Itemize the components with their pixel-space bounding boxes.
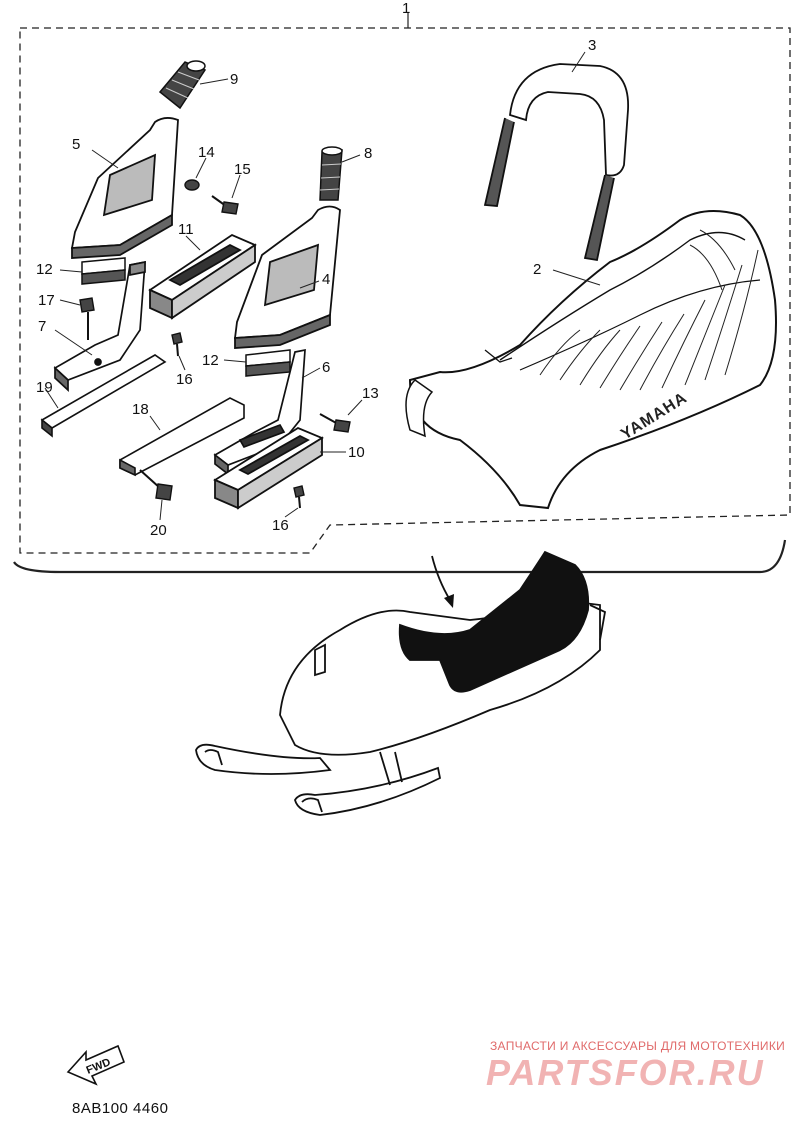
mount-bracket-part-7	[53, 260, 146, 392]
spacer-part-12-left	[81, 257, 126, 285]
boundary-base-curve	[13, 539, 787, 574]
callout-10: 10	[348, 444, 365, 461]
callout-1: 1	[402, 0, 410, 17]
rivet-part-16-bottom	[293, 485, 305, 509]
spacer-part-12-right	[245, 349, 291, 377]
diagram-code: 8AB100 4460	[72, 1100, 169, 1117]
callout-2: 2	[533, 261, 541, 278]
snowmobile-illustration	[195, 550, 607, 816]
bolt-part-15	[211, 195, 239, 215]
callout-7: 7	[38, 318, 46, 335]
callout-19: 19	[36, 379, 53, 396]
bolt-part-20	[139, 469, 173, 501]
callout-17: 17	[38, 292, 55, 309]
mount-bracket-part-6	[213, 348, 306, 476]
callout-16b: 16	[272, 517, 289, 534]
grip-part-9	[158, 60, 207, 110]
pad-part-11	[148, 233, 257, 320]
pad-part-10	[213, 426, 324, 510]
callout-9: 9	[230, 71, 238, 88]
plate-part-18	[119, 397, 245, 477]
callout-18: 18	[132, 401, 149, 418]
callout-20: 20	[150, 522, 167, 539]
backrest-part-3	[483, 63, 629, 262]
callout-5: 5	[72, 136, 80, 153]
callout-8: 8	[364, 145, 372, 162]
fwd-arrow-icon: FWD	[66, 1044, 126, 1086]
handle-bracket-part-5	[70, 117, 179, 259]
callout-12a: 12	[36, 261, 53, 278]
callout-14: 14	[198, 144, 215, 161]
bolt-part-17	[79, 297, 95, 340]
callout-15: 15	[234, 161, 251, 178]
callout-16a: 16	[176, 371, 193, 388]
watermark-brand: PARTSFOR.RU	[486, 1052, 765, 1093]
callout-4: 4	[322, 271, 330, 288]
callout-3: 3	[588, 37, 596, 54]
watermark-tagline: ЗАПЧАСТИ И АКСЕССУАРЫ ДЛЯ МОТОТЕХНИКИ	[490, 1039, 786, 1053]
location-arrow	[431, 555, 454, 608]
bolt-part-13	[319, 413, 351, 433]
callout-leaders	[44, 51, 601, 521]
callout-12b: 12	[202, 352, 219, 369]
grip-part-8	[319, 146, 343, 201]
callout-6: 6	[322, 359, 330, 376]
handle-bracket-part-4	[233, 205, 341, 349]
strip-part-19	[40, 354, 167, 438]
callout-13: 13	[362, 385, 379, 402]
rivet-part-16-top	[171, 332, 183, 357]
callout-11: 11	[178, 221, 194, 238]
nut-part-14	[184, 179, 200, 191]
assembly-boundary	[19, 27, 791, 554]
